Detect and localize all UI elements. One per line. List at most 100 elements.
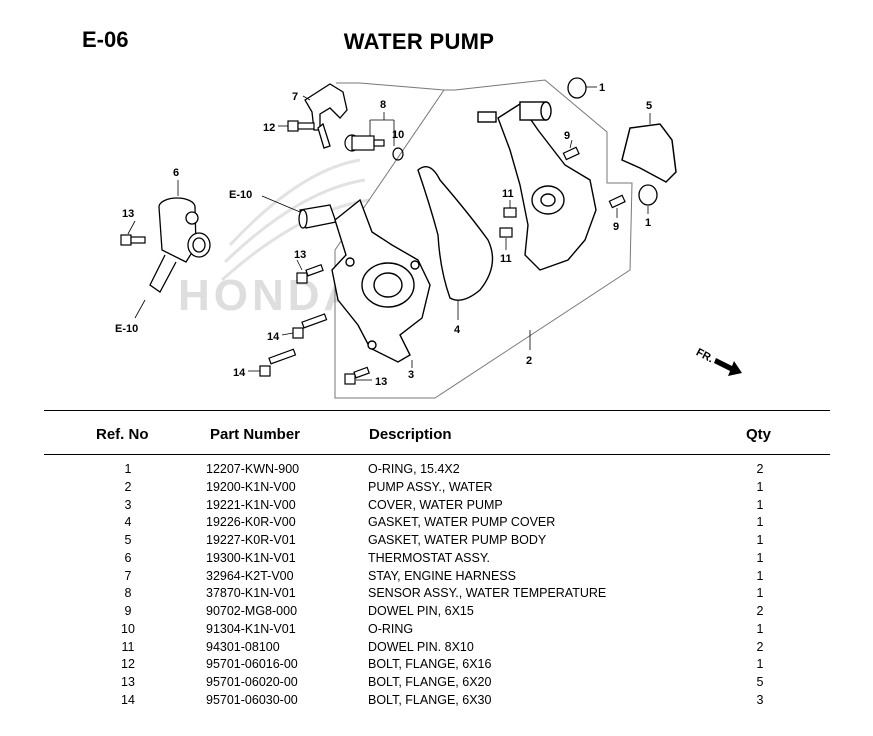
cell-ref: 2 <box>124 479 132 494</box>
callout-2: 2 <box>526 355 532 367</box>
thermostat-assy <box>149 197 211 293</box>
header-qty: Qty <box>746 426 772 443</box>
dowel-pin-11-a <box>503 207 517 218</box>
hose-connector <box>298 204 337 229</box>
dowel-pin-9-b <box>608 194 626 209</box>
cell-qty: 1 <box>756 550 764 565</box>
table-header-rule <box>44 454 830 455</box>
cell-qty: 1 <box>756 621 764 636</box>
cell-ref: 9 <box>124 604 132 618</box>
cell-description: GASKET, WATER PUMP COVER <box>368 515 556 530</box>
page-title: WATER PUMP <box>343 29 495 54</box>
cell-description: COVER, WATER PUMP <box>368 497 503 512</box>
cell-qty: 1 <box>756 479 764 494</box>
callout-1-top: 1 <box>599 82 605 94</box>
callout-14-upper: 14 <box>267 331 280 343</box>
cell-qty: 1 <box>756 586 764 601</box>
stay-engine-harness <box>304 83 348 149</box>
cell-part-number: 90702-MG8-000 <box>206 604 298 618</box>
cell-qty: 1 <box>756 533 764 547</box>
callout-9-a: 9 <box>564 130 570 142</box>
o-ring-10 <box>392 147 404 161</box>
cell-qty: 1 <box>756 515 764 530</box>
cell-part-number: 94301-08100 <box>206 639 280 654</box>
callout-5: 5 <box>646 100 652 112</box>
cell-part-number: 91304-K1N-V01 <box>206 621 296 636</box>
callout-4: 4 <box>454 324 461 336</box>
table-top-rule <box>44 410 830 411</box>
cell-description: BOLT, FLANGE, 6X30 <box>368 692 492 707</box>
header-part-number: Part Number <box>210 426 301 443</box>
cell-description: DOWEL PIN, 6X15 <box>368 604 474 618</box>
cell-ref: 4 <box>124 515 132 530</box>
cell-ref: 14 <box>121 692 135 707</box>
cell-description: SENSOR ASSY., WATER TEMPERATURE <box>368 586 607 601</box>
cell-part-number: 95701-06016-00 <box>206 657 298 672</box>
water-temperature-sensor <box>344 134 385 152</box>
o-ring-1-top <box>567 77 587 99</box>
cell-ref: 1 <box>124 462 132 476</box>
table-row: 4 19226-K0R-V00 GASKET, WATER PUMP COVER 1 <box>0 515 873 533</box>
table-row: 11 94301-08100 DOWEL PIN. 8X10 2 <box>0 640 873 658</box>
cell-part-number: 19227-K0R-V01 <box>206 533 296 547</box>
cell-description: DOWEL PIN. 8X10 <box>368 639 474 654</box>
bolt-12 <box>287 120 315 132</box>
callout-14-lower: 14 <box>233 367 246 379</box>
cell-part-number: 19200-K1N-V00 <box>206 479 296 494</box>
callout-7: 7 <box>292 91 298 103</box>
leader-lines <box>127 86 651 381</box>
cell-ref: 7 <box>124 568 132 583</box>
callout-6: 6 <box>173 167 179 179</box>
dowel-pin-9-a <box>562 146 580 161</box>
dowel-pin-11-b <box>499 227 513 238</box>
callout-10: 10 <box>392 129 404 141</box>
gasket-water-pump-cover <box>417 166 494 301</box>
honda-wing-logo <box>220 158 371 282</box>
table-row: 5 19227-K0R-V01 GASKET, WATER PUMP BODY 1 <box>0 533 873 551</box>
cell-description: BOLT, FLANGE, 6X16 <box>368 657 492 672</box>
cell-part-number: 95701-06020-00 <box>206 675 298 689</box>
bolt-13-left <box>120 234 146 246</box>
cell-description: BOLT, FLANGE, 6X20 <box>368 675 492 689</box>
cell-ref: 10 <box>121 621 135 636</box>
cell-qty: 1 <box>756 497 764 512</box>
callout-13-bottom: 13 <box>375 376 387 388</box>
cell-ref: 8 <box>124 586 132 601</box>
callout-11-a: 11 <box>502 188 514 200</box>
cell-part-number: 19226-K0R-V00 <box>206 515 296 530</box>
callout-3: 3 <box>408 369 414 381</box>
cell-description: STAY, ENGINE HARNESS <box>368 568 516 583</box>
gasket-water-pump-body <box>621 123 677 183</box>
cell-ref: 11 <box>121 639 135 654</box>
header-ref-no: Ref. No <box>96 426 149 443</box>
cell-qty: 1 <box>756 568 764 583</box>
cell-description: GASKET, WATER PUMP BODY <box>368 533 547 547</box>
callout-13-left: 13 <box>122 208 134 220</box>
cell-ref: 12 <box>121 657 135 672</box>
cell-ref: 5 <box>124 533 132 547</box>
cell-ref: 3 <box>124 497 132 512</box>
cell-description: THERMOSTAT ASSY. <box>368 550 491 565</box>
callout-e10-bottom: E-10 <box>115 323 138 335</box>
honda-watermark: HONDA <box>178 271 359 320</box>
svg-text:FR.: FR. <box>694 346 715 365</box>
cell-part-number: 95701-06030-00 <box>206 692 298 707</box>
o-ring-1-right <box>638 184 658 206</box>
cell-qty: 2 <box>756 639 764 654</box>
cell-part-number: 19221-K1N-V00 <box>206 497 296 512</box>
cell-qty: 2 <box>756 604 764 618</box>
callout-e10-top: E-10 <box>229 189 252 201</box>
callout-13-mid: 13 <box>294 249 306 261</box>
callout-1-right: 1 <box>645 217 651 229</box>
callout-9-b: 9 <box>613 221 619 233</box>
table-row: 3 19221-K1N-V00 COVER, WATER PUMP 1 <box>0 498 873 516</box>
